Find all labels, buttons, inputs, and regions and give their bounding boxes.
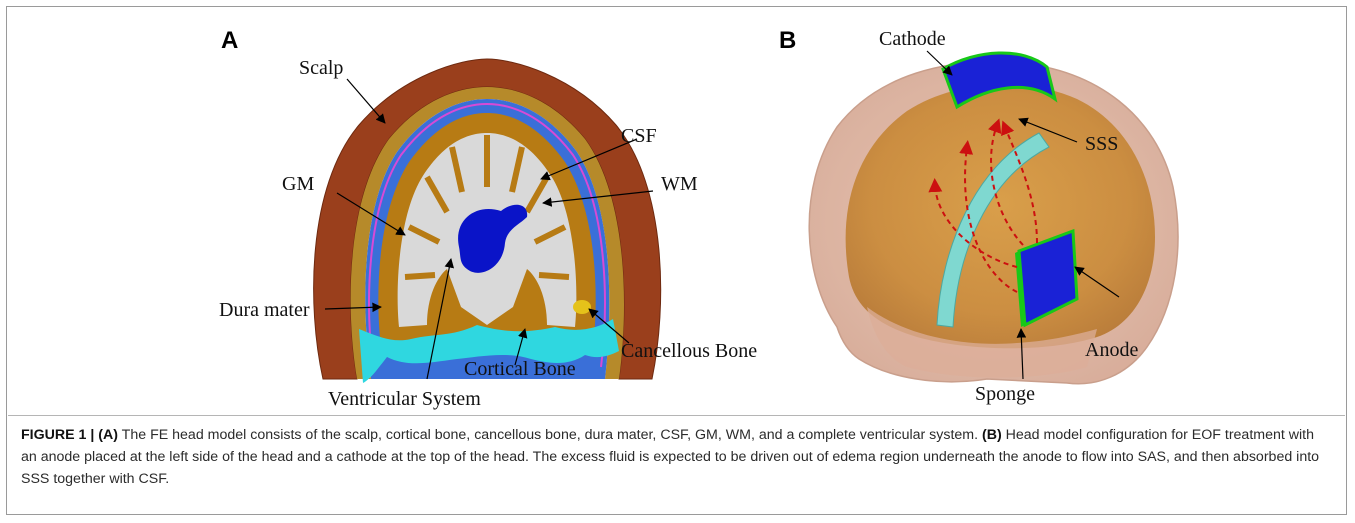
label-cortical-bone: Cortical Bone: [464, 358, 576, 380]
label-sss: SSS: [1085, 133, 1118, 155]
figure-panels: A: [7, 7, 1346, 417]
figure-frame: A: [6, 6, 1347, 515]
label-scalp: Scalp: [299, 57, 343, 79]
label-cancellous-bone: Cancellous Bone: [621, 340, 757, 362]
label-gm: GM: [282, 173, 314, 195]
figure-caption: FIGURE 1 | (A) The FE head model consist…: [21, 424, 1321, 490]
label-csf: CSF: [621, 125, 657, 147]
caption-text-a: The FE head model consists of the scalp,…: [118, 427, 982, 443]
caption-divider: [8, 415, 1345, 416]
label-ventricular-system: Ventricular System: [328, 388, 481, 410]
brain-volume: [846, 84, 1155, 348]
panel-b-letter: B: [779, 27, 796, 54]
label-cathode: Cathode: [879, 28, 946, 50]
caption-tag-a: (A): [98, 427, 118, 443]
label-sponge: Sponge: [975, 383, 1035, 405]
caption-figure-label: FIGURE 1 |: [21, 427, 98, 443]
panel-a: A: [219, 27, 757, 410]
label-wm: WM: [661, 173, 698, 195]
panel-a-letter: A: [221, 27, 238, 54]
label-dura-mater: Dura mater: [219, 299, 310, 321]
cancellous-patch: [573, 300, 591, 314]
panel-b: B: [779, 27, 1178, 405]
caption-tag-b: (B): [982, 427, 1002, 443]
label-anode: Anode: [1085, 339, 1138, 361]
